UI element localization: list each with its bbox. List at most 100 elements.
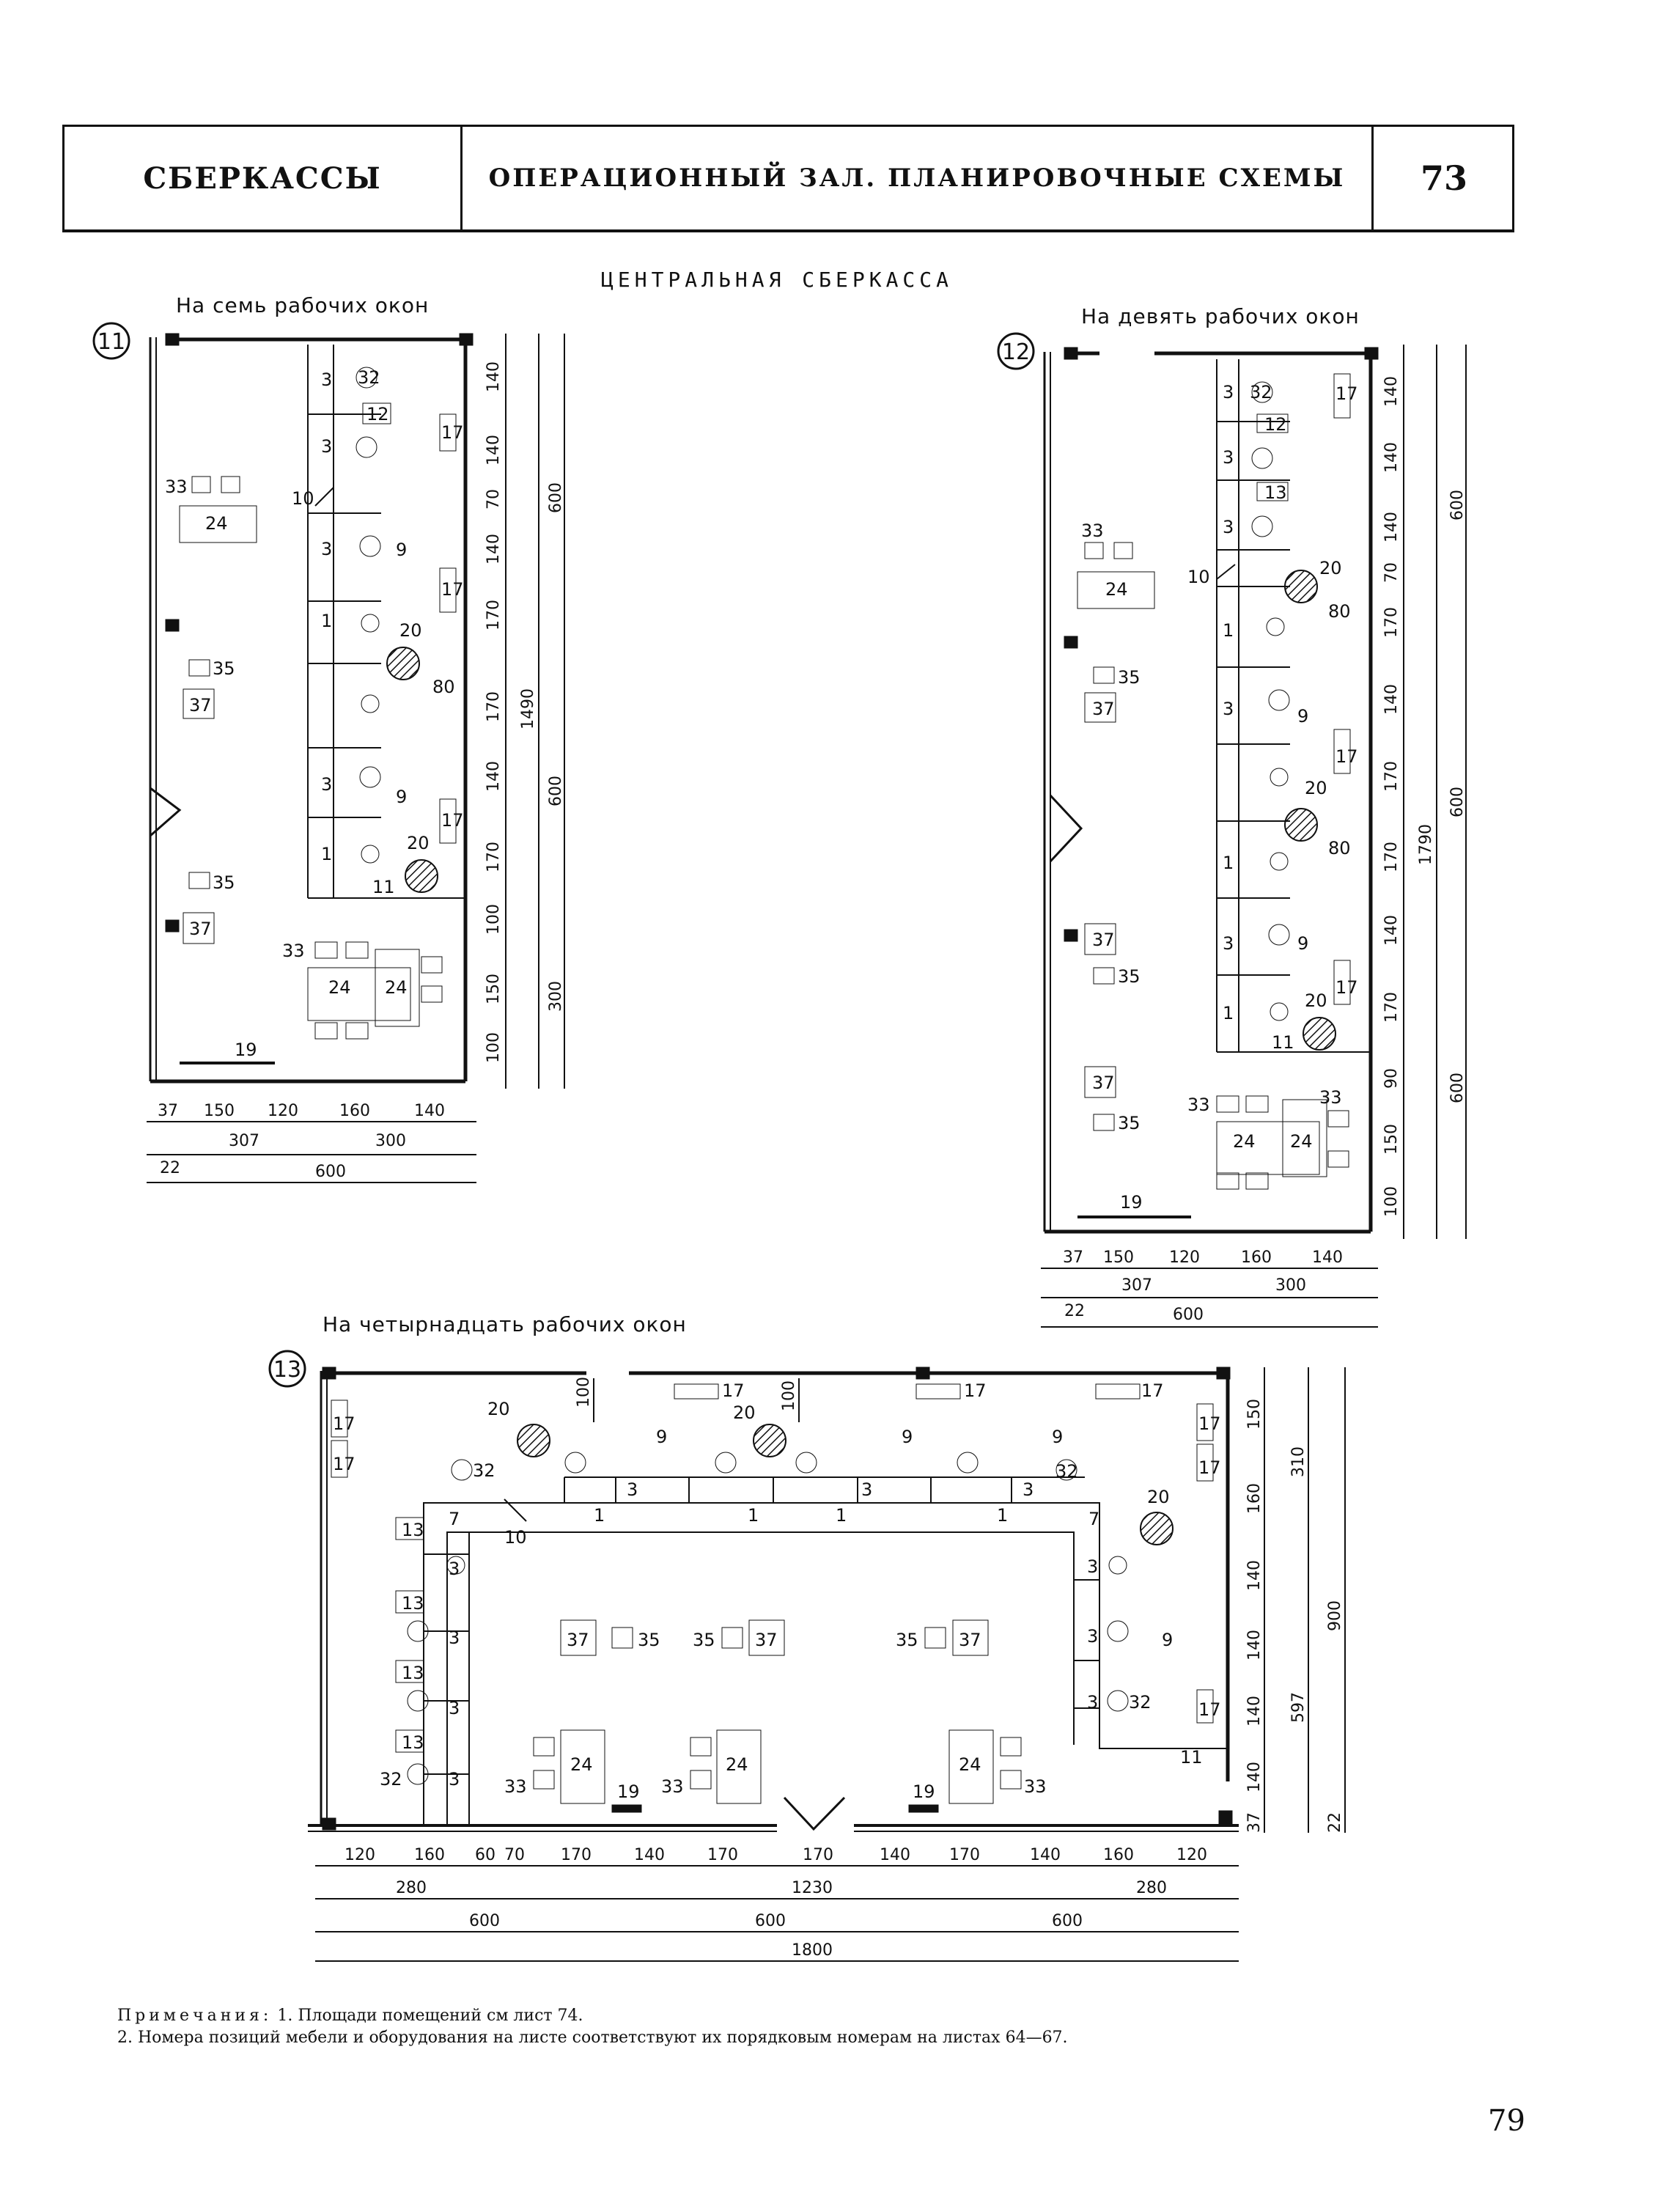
svg-text:280: 280: [1136, 1879, 1167, 1897]
svg-text:10: 10: [1187, 567, 1210, 587]
svg-text:3: 3: [1223, 517, 1234, 537]
svg-text:3: 3: [1087, 1692, 1098, 1713]
svg-text:37: 37: [1063, 1248, 1083, 1267]
svg-text:170: 170: [485, 842, 503, 872]
svg-text:11: 11: [1272, 1032, 1294, 1053]
svg-text:3: 3: [321, 436, 332, 457]
svg-text:32: 32: [380, 1769, 402, 1790]
page-number: 79: [1488, 2104, 1525, 2138]
plan-11: [149, 333, 474, 1084]
svg-text:9: 9: [1297, 706, 1308, 727]
svg-text:13: 13: [402, 1732, 424, 1753]
svg-text:170: 170: [1382, 992, 1401, 1023]
plan-13-number: 13: [268, 1350, 306, 1388]
svg-text:17: 17: [1141, 1380, 1164, 1401]
svg-text:20: 20: [407, 833, 430, 853]
svg-text:37: 37: [567, 1630, 589, 1650]
note-1: 1. Площади помещений см лист 74.: [277, 2007, 583, 2025]
svg-text:10: 10: [292, 488, 314, 509]
plan-11-number: 11: [92, 322, 130, 360]
svg-text:170: 170: [485, 600, 503, 630]
svg-text:24: 24: [726, 1754, 748, 1775]
svg-text:80: 80: [1328, 838, 1351, 858]
plan-13-dimensions: [315, 1367, 1346, 1962]
svg-text:120: 120: [1169, 1248, 1200, 1267]
svg-text:597: 597: [1289, 1692, 1308, 1723]
svg-text:140: 140: [634, 1846, 665, 1864]
svg-text:600: 600: [1052, 1912, 1083, 1930]
svg-text:24: 24: [1233, 1131, 1256, 1152]
svg-text:24: 24: [1105, 579, 1128, 600]
svg-text:19: 19: [913, 1781, 935, 1802]
svg-text:9: 9: [396, 787, 407, 807]
svg-text:1: 1: [594, 1505, 605, 1526]
svg-text:1: 1: [1223, 620, 1234, 641]
plan-11-dimension-text: 140 140 70 140 170 170 140 170 100 150 1…: [158, 361, 565, 1181]
svg-text:1: 1: [1223, 853, 1234, 873]
svg-text:3: 3: [449, 1628, 460, 1648]
svg-text:35: 35: [1118, 966, 1141, 987]
svg-text:1800: 1800: [792, 1941, 833, 1960]
svg-text:140: 140: [1382, 684, 1401, 715]
svg-text:140: 140: [880, 1846, 910, 1864]
svg-text:3: 3: [1223, 699, 1234, 719]
svg-text:170: 170: [803, 1846, 833, 1864]
svg-text:600: 600: [547, 482, 565, 513]
svg-text:140: 140: [1245, 1762, 1264, 1792]
svg-text:300: 300: [1275, 1276, 1306, 1295]
svg-text:13: 13: [273, 1357, 301, 1383]
svg-text:170: 170: [485, 691, 503, 722]
svg-text:90: 90: [1382, 1068, 1401, 1089]
svg-text:17: 17: [964, 1380, 987, 1401]
svg-text:13: 13: [402, 1593, 424, 1614]
svg-text:3: 3: [1087, 1626, 1098, 1647]
svg-text:24: 24: [959, 1754, 981, 1775]
svg-text:7: 7: [449, 1509, 460, 1529]
svg-text:307: 307: [229, 1132, 259, 1150]
svg-text:20: 20: [1305, 990, 1327, 1011]
svg-text:17: 17: [333, 1454, 355, 1474]
svg-text:35: 35: [1118, 1113, 1141, 1133]
svg-text:140: 140: [485, 761, 503, 792]
svg-text:17: 17: [441, 422, 464, 443]
svg-text:160: 160: [1103, 1846, 1134, 1864]
svg-text:9: 9: [1052, 1427, 1063, 1447]
svg-text:3: 3: [1223, 447, 1234, 468]
svg-text:150: 150: [1382, 1124, 1401, 1155]
svg-text:900: 900: [1326, 1600, 1344, 1631]
plan-11-dimensions: [147, 334, 565, 1183]
svg-text:170: 170: [561, 1846, 592, 1864]
svg-text:37: 37: [1092, 1073, 1115, 1093]
svg-text:3: 3: [449, 1698, 460, 1718]
svg-text:3: 3: [449, 1559, 460, 1579]
svg-text:3: 3: [1223, 933, 1234, 954]
svg-text:140: 140: [1382, 915, 1401, 946]
svg-text:9: 9: [902, 1427, 913, 1447]
plan-13-labels: 32 32 32 32 13 13 13 13 3 3 3 3 7 10 3 3…: [333, 1380, 1221, 1802]
svg-text:32: 32: [358, 367, 380, 388]
svg-text:120: 120: [268, 1102, 298, 1120]
svg-text:100: 100: [575, 1377, 593, 1408]
svg-text:35: 35: [896, 1630, 918, 1650]
svg-text:22: 22: [1326, 1812, 1344, 1833]
svg-text:1: 1: [836, 1505, 847, 1526]
svg-text:1: 1: [1223, 1003, 1234, 1023]
svg-text:13: 13: [1264, 482, 1287, 503]
svg-text:80: 80: [432, 677, 455, 697]
svg-text:12: 12: [1002, 339, 1030, 365]
svg-text:33: 33: [1319, 1087, 1342, 1108]
svg-text:3: 3: [321, 539, 332, 559]
svg-text:1: 1: [997, 1505, 1008, 1526]
svg-text:17: 17: [441, 579, 464, 600]
svg-text:35: 35: [213, 872, 235, 893]
svg-text:17: 17: [1335, 383, 1358, 404]
svg-text:33: 33: [661, 1776, 684, 1797]
svg-text:3: 3: [861, 1479, 872, 1500]
svg-text:300: 300: [547, 981, 565, 1012]
svg-text:150: 150: [204, 1102, 235, 1120]
svg-text:100: 100: [485, 904, 503, 935]
svg-text:9: 9: [1162, 1630, 1173, 1650]
svg-text:11: 11: [1180, 1747, 1203, 1768]
svg-text:600: 600: [315, 1163, 346, 1181]
svg-text:20: 20: [733, 1402, 756, 1423]
